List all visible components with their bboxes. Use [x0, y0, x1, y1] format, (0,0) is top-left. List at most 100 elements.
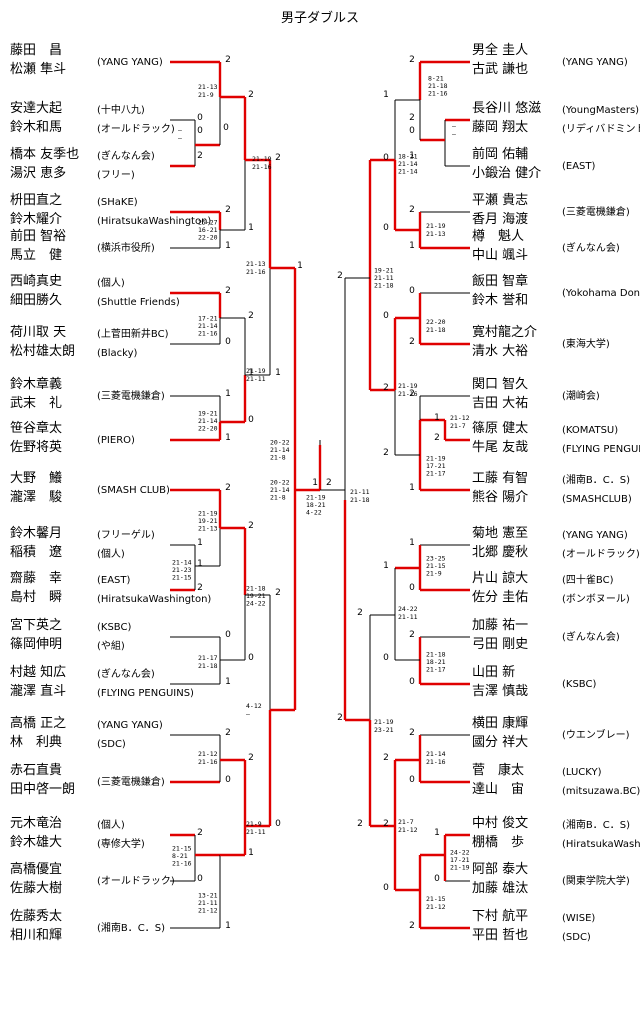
player-name: 松村雄太朗 [10, 344, 75, 359]
match-score: 0 [409, 775, 415, 785]
match-score: 0 [248, 653, 254, 663]
club-name: (ウエンブレー) [562, 728, 630, 741]
match-score: 0 [409, 286, 415, 296]
game-scores: —— [178, 126, 182, 142]
player-name: 香月 海渡 [472, 211, 528, 227]
club-name: (オールドラック) [97, 123, 175, 135]
club-name: (YoungMasters) [562, 105, 639, 116]
club-name: (横浜市役所) [97, 241, 155, 254]
player-name: 片山 諒大 [472, 571, 528, 586]
match-score: 2 [275, 588, 281, 598]
player-name: 安達大起 [10, 101, 62, 116]
match-score: 1 [434, 413, 440, 423]
player-name: 佐野将英 [10, 440, 62, 455]
player-name: 枡田直之 [10, 193, 62, 208]
club-name: (フリーゲル) [97, 529, 155, 541]
club-name: (潮崎会) [562, 389, 600, 402]
match-score: 0 [383, 223, 389, 233]
match-score: 2 [248, 311, 254, 321]
club-name: (関東学院大学) [562, 874, 630, 887]
match-score: 1 [225, 241, 231, 251]
player-name: 齋藤 幸 [10, 570, 62, 586]
game-scores: 4-12— [246, 702, 262, 718]
club-name: (HiratsukaWashington) [97, 216, 211, 227]
club-name: (ボンボヌール) [562, 593, 630, 605]
club-name: (mitsuzawa.BC) [562, 786, 640, 797]
club-name: (オールドラック) [562, 548, 640, 560]
club-name: (ぎんなん会) [97, 667, 155, 680]
match-score: 2 [225, 55, 231, 65]
club-name: (Shuttle Friends) [97, 297, 180, 308]
club-name: (PIERO) [97, 435, 135, 446]
club-name: (SHaKE) [97, 197, 138, 208]
bracket-labels: 藤田 昌松瀬 隼斗(YANG YANG)安達大起鈴木和馬(十中八九)(オールドラ… [10, 42, 640, 943]
player-name: 達山 宙 [472, 782, 524, 797]
match-score: 1 [225, 921, 231, 931]
match-score: 2 [197, 151, 203, 161]
club-name: (Yokohama Donkey's) [562, 288, 640, 299]
player-name: 飯田 智章 [472, 273, 528, 289]
player-name: 長谷川 悠滋 [472, 101, 541, 116]
club-name: (ぎんなん会) [562, 241, 620, 254]
player-name: 鈴木馨月 [10, 525, 62, 541]
match-score: 0 [223, 123, 229, 133]
player-name: 鈴木章義 [10, 376, 62, 392]
match-score: 2 [409, 389, 415, 399]
final-score-right: 2 [326, 478, 332, 488]
player-name: 鈴木 誉和 [472, 293, 528, 308]
club-name: (湘南B．C．S) [562, 818, 630, 831]
player-name: 武末 礼 [10, 395, 62, 411]
player-name: 荷川取 天 [10, 325, 66, 340]
player-name: 藤田 昌 [10, 43, 62, 58]
match-score: 2 [248, 90, 254, 100]
match-score: 2 [337, 271, 343, 281]
player-name: 篠岡伸明 [10, 637, 62, 652]
match-score: 2 [275, 153, 281, 163]
player-name: 瀧澤 直斗 [10, 684, 66, 699]
match-score: 2 [409, 113, 415, 123]
match-score: 2 [337, 713, 343, 723]
player-name: 松瀬 隼斗 [10, 61, 66, 77]
match-score: 2 [248, 753, 254, 763]
match-score: 2 [357, 819, 363, 829]
match-score: 2 [383, 448, 389, 458]
player-name: 吉田 大祐 [472, 396, 528, 411]
match-score: 1 [409, 151, 415, 161]
match-score: 1 [409, 241, 415, 251]
match-score: 0 [225, 630, 231, 640]
match-score: 2 [197, 828, 203, 838]
club-name: (十中八九) [97, 103, 145, 116]
player-name: 小鍛治 健介 [472, 166, 541, 181]
club-name: (YANG YANG) [97, 57, 163, 68]
player-name: 島村 瞬 [10, 590, 62, 605]
match-score: 2 [248, 521, 254, 531]
player-name: 山田 新 [472, 664, 515, 680]
player-name: 清水 大裕 [472, 344, 528, 359]
player-name: 村越 知広 [10, 664, 66, 680]
player-name: 棚橋 歩 [472, 835, 524, 850]
player-name: 高橋 正之 [10, 715, 66, 731]
match-score: 2 [383, 753, 389, 763]
match-score: 0 [409, 126, 415, 136]
match-score: 2 [409, 728, 415, 738]
club-name: (YANG YANG) [97, 720, 163, 731]
club-name: (FLYING PENGUINS) [97, 688, 194, 699]
club-name: (個人) [97, 547, 125, 560]
match-score: 1 [383, 90, 389, 100]
match-score: 2 [225, 286, 231, 296]
